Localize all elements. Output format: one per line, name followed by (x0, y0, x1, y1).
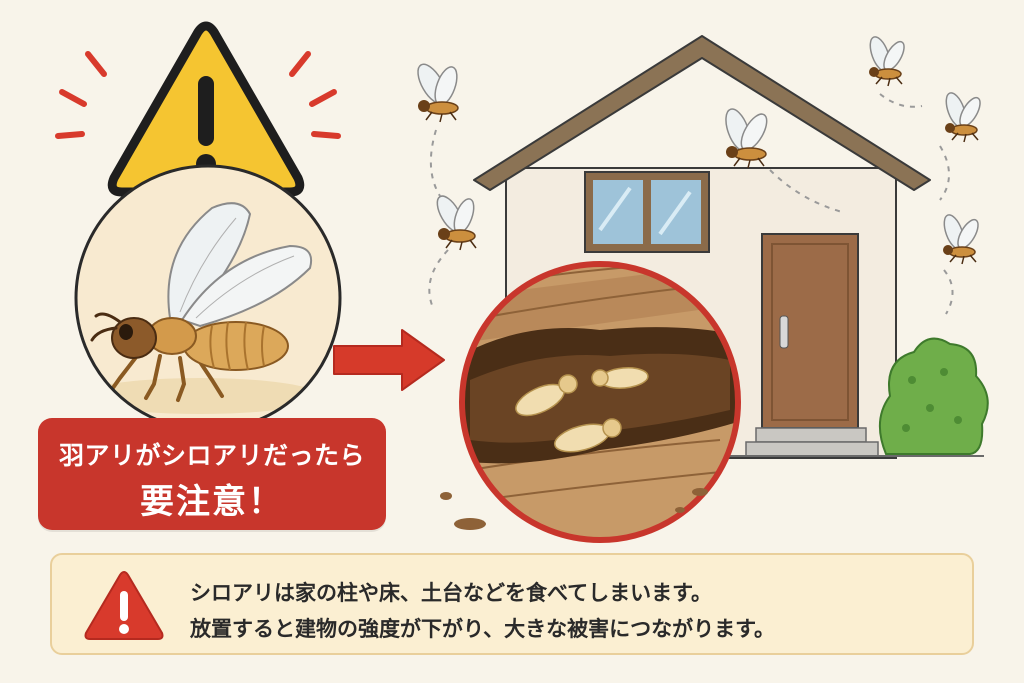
worker-termite (554, 418, 622, 453)
info-line-2: 放置すると建物の強度が下がり、大きな被害につながります。 (190, 617, 776, 641)
damaged-wood-closeup (459, 261, 741, 543)
termite-closeup (74, 164, 342, 432)
flight-trails (428, 93, 954, 315)
warning-rays-icon (55, 51, 341, 139)
flying-termite (417, 63, 459, 123)
flying-termite (725, 108, 768, 169)
info-warning-icon (84, 571, 164, 640)
worker-termite (515, 374, 578, 417)
flying-termite (869, 36, 905, 87)
alert-line-2: 要注意！ (140, 482, 284, 522)
flying-termite (945, 92, 981, 143)
red-arrow-icon (333, 329, 445, 391)
alert-banner: 羽アリがシロアリだったら 要注意！ (38, 418, 386, 530)
info-box: シロアリは家の柱や床、土台などを食べてしまいます。 放置すると建物の強度が下がり… (50, 553, 974, 655)
info-line-1: シロアリは家の柱や床、土台などを食べてしまいます。 (190, 581, 713, 605)
flying-termite (943, 214, 979, 265)
wood-debris (440, 488, 708, 530)
alert-line-1: 羽アリがシロアリだったら (58, 441, 365, 470)
worker-termite (591, 367, 649, 389)
flying-termite (436, 195, 477, 251)
